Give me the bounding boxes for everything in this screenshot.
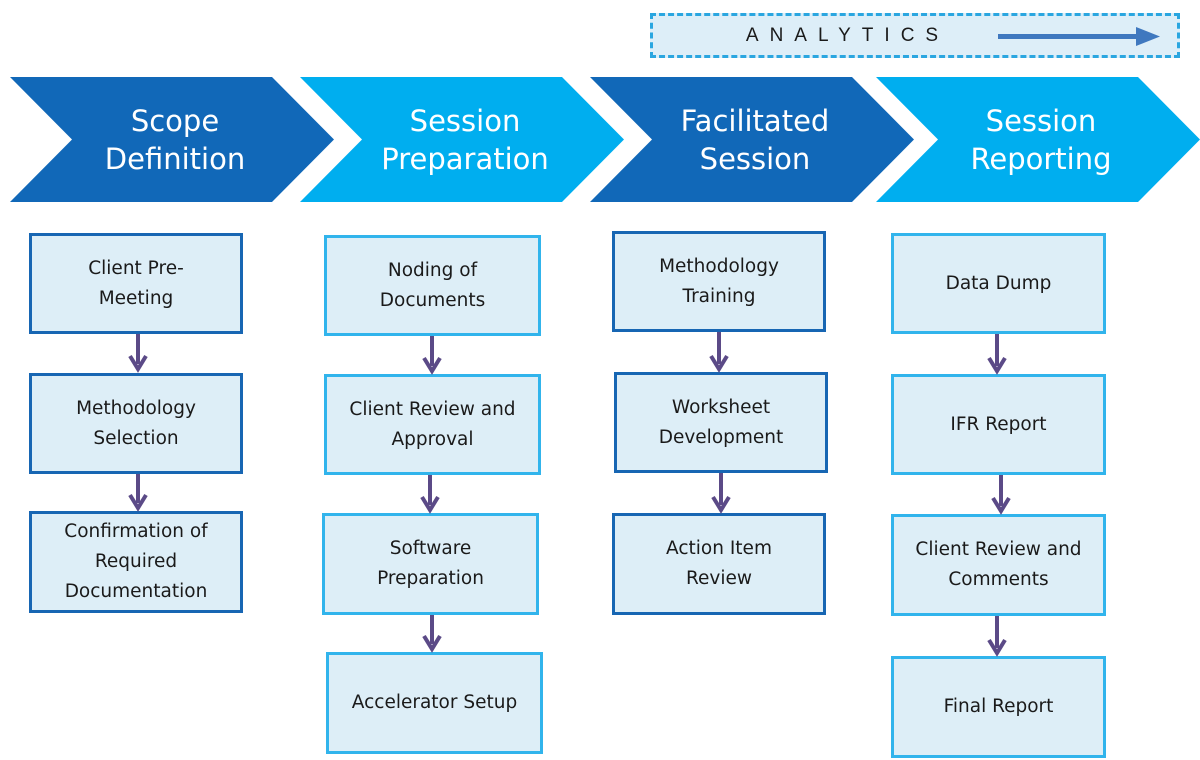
phase-chevron-scope-definition: Scope Definition: [10, 77, 334, 202]
right-arrow-icon: [998, 27, 1160, 46]
down-arrow-icon: [709, 332, 729, 373]
step-ifr-report: IFR Report: [891, 374, 1106, 475]
phase-title: Session Preparation: [381, 103, 549, 176]
step-client-pre-meeting: Client Pre- Meeting: [29, 233, 243, 334]
phase-title: Scope Definition: [104, 103, 246, 176]
down-arrow-icon: [711, 473, 731, 514]
step-action-item-review: Action Item Review: [612, 513, 826, 615]
down-arrow-icon: [128, 474, 148, 512]
down-arrow-icon: [422, 336, 442, 375]
down-arrow-icon: [987, 616, 1007, 657]
step-noding-of-documents: Noding of Documents: [324, 235, 541, 336]
down-arrow-icon: [991, 475, 1011, 515]
chevron-shape: [876, 77, 1200, 202]
chevron-shape: [300, 77, 624, 202]
phase-chevron-facilitated-session: Facilitated Session: [590, 77, 914, 202]
step-worksheet-development: Worksheet Development: [614, 372, 828, 473]
step-client-review-and-approval: Client Review and Approval: [324, 374, 541, 475]
step-confirmation-of-required-documentation: Confirmation of Required Documentation: [29, 511, 243, 613]
step-methodology-selection: Methodology Selection: [29, 373, 243, 474]
phase-chevron-session-reporting: Session Reporting: [876, 77, 1200, 202]
down-arrow-icon: [422, 615, 442, 653]
chevron-shape: [10, 77, 334, 202]
analytics-banner: ANALYTICS: [650, 13, 1180, 58]
step-final-report: Final Report: [891, 656, 1106, 758]
down-arrow-icon: [420, 475, 440, 514]
step-methodology-training: Methodology Training: [612, 231, 826, 332]
phase-title: Facilitated Session: [680, 103, 830, 176]
down-arrow-icon: [987, 334, 1007, 375]
down-arrow-icon: [128, 334, 148, 373]
phase-chevron-session-preparation: Session Preparation: [300, 77, 624, 202]
analytics-label: ANALYTICS: [745, 24, 950, 46]
phase-title: Session Reporting: [970, 103, 1112, 176]
step-data-dump: Data Dump: [891, 233, 1106, 334]
step-client-review-and-comments: Client Review and Comments: [891, 514, 1106, 616]
step-software-preparation: Software Preparation: [322, 513, 539, 615]
chevron-shape: [590, 77, 914, 202]
step-accelerator-setup: Accelerator Setup: [326, 652, 543, 754]
